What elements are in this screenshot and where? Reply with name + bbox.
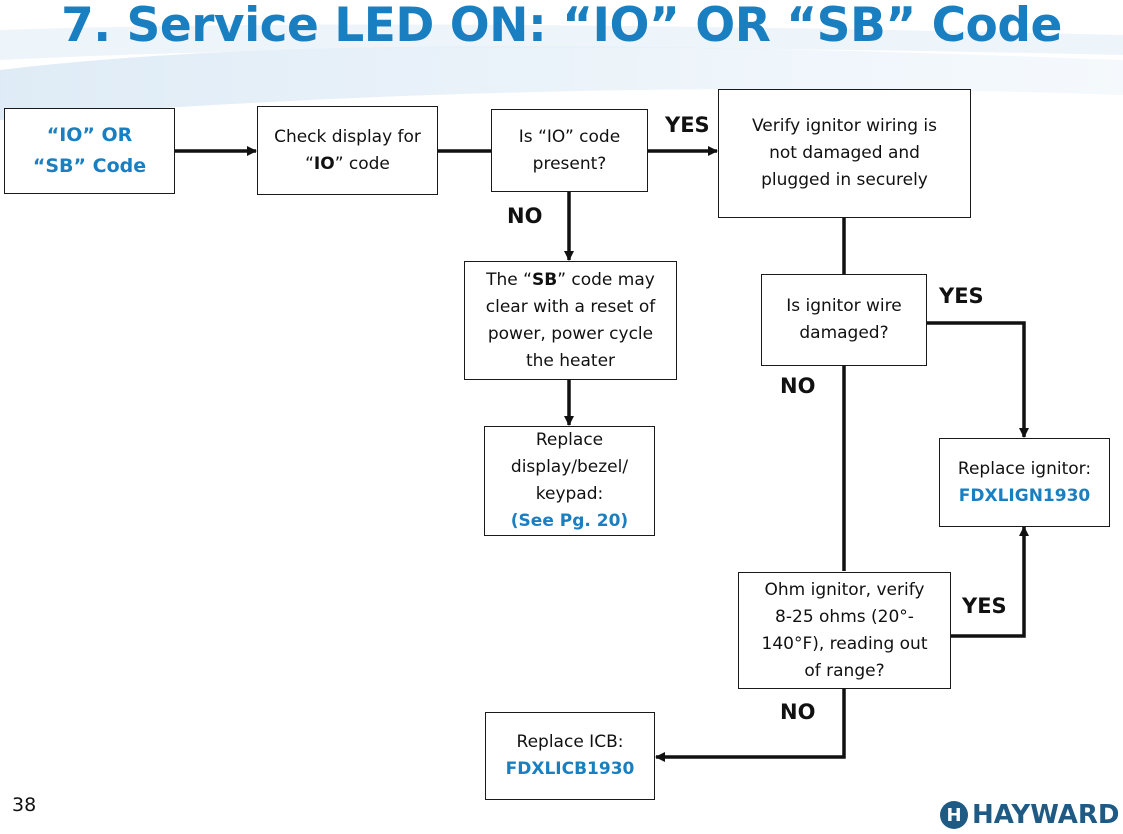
brand-wordmark: HAYWARD xyxy=(972,800,1120,830)
arrow-ohm-no xyxy=(655,689,846,762)
icb-part-number: FDXLICB1930 xyxy=(505,759,635,779)
label-yes-wire: YES xyxy=(939,284,984,308)
page-number: 38 xyxy=(12,794,37,816)
label-yes-io: YES xyxy=(665,113,710,137)
arrow-ohm-yes xyxy=(950,526,1029,638)
see-page-link: (See Pg. 20) xyxy=(510,511,629,531)
arrow-wire-yes xyxy=(927,321,1029,438)
node-verify-wiring: Verify ignitor wiring is not damaged and… xyxy=(718,89,971,218)
node-wire-damaged: Is ignitor wire damaged? xyxy=(761,274,927,366)
node-replace-ignitor: Replace ignitor: FDXLIGN1930 xyxy=(939,438,1110,527)
node-start: “IO” OR “SB” Code xyxy=(4,108,175,194)
label-no-ohm: NO xyxy=(780,700,816,724)
ignitor-part-number: FDXLIGN1930 xyxy=(958,485,1091,506)
node-ohm-ignitor: Ohm ignitor, verify 8-25 ohms (20°- 140°… xyxy=(738,572,951,689)
node-io-present: Is “IO” code present? xyxy=(491,109,648,192)
label-no-wire: NO xyxy=(780,374,816,398)
node-sb-reset: The “SB” code may clear with a reset of … xyxy=(464,261,677,380)
page-title: 7. Service LED ON: “IO” OR “SB” Code xyxy=(61,0,1062,53)
hayward-h-icon: H xyxy=(940,801,968,829)
label-yes-ohm: YES xyxy=(962,594,1007,618)
node-replace-display: Replace display/bezel/ keypad: (See Pg. … xyxy=(484,426,655,536)
hayward-logo: H HAYWARD xyxy=(940,798,1119,832)
label-no-io: NO xyxy=(507,204,543,228)
node-check-display: Check display for “IO” code xyxy=(257,106,438,195)
node-replace-icb: Replace ICB: FDXLICB1930 xyxy=(485,712,655,800)
